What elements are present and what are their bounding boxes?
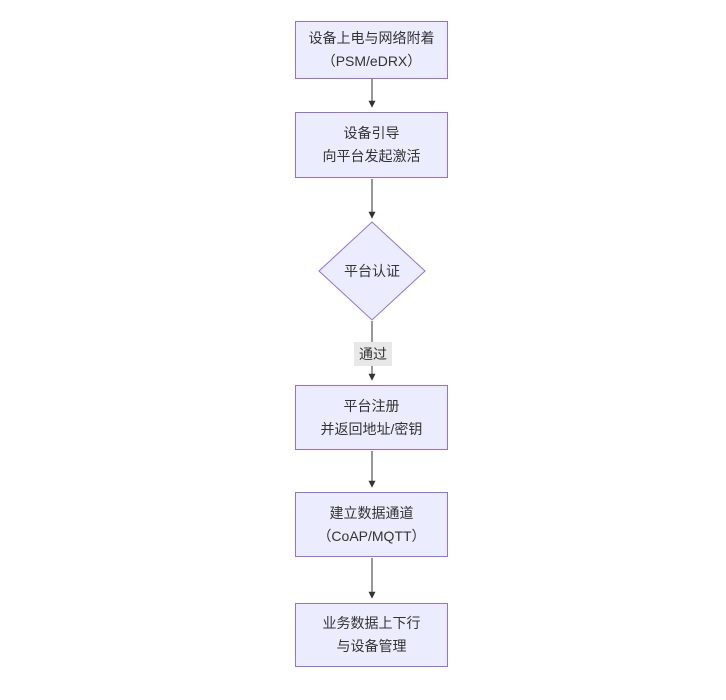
node-device-power-attach: 设备上电与网络附着 （PSM/eDRX）	[295, 21, 448, 79]
node-device-bootstrap: 设备引导 向平台发起激活	[295, 112, 448, 178]
node-text-line: 与设备管理	[336, 638, 407, 654]
edge-label-pass: 通过	[354, 342, 392, 366]
node-text-line: 业务数据上下行	[322, 615, 421, 631]
node-data-channel: 建立数据通道 （CoAP/MQTT）	[295, 492, 448, 557]
node-text-line: （PSM/eDRX）	[321, 53, 422, 69]
node-text-line: （CoAP/MQTT）	[317, 527, 426, 544]
node-text-line: 设备引导	[343, 125, 400, 141]
node-text-line: 平台注册	[343, 397, 400, 414]
node-business-data: 业务数据上下行 与设备管理	[295, 603, 448, 667]
node-platform-register: 平台注册 并返回地址/密钥	[295, 385, 448, 450]
node-text-line: 建立数据通道	[329, 504, 414, 521]
decision-platform-auth-shape	[318, 221, 426, 321]
node-text-line: 并返回地址/密钥	[320, 420, 423, 437]
node-text-line: 设备上电与网络附着	[308, 30, 435, 46]
decision-platform-auth-label: 平台认证	[344, 263, 400, 279]
node-text-line: 向平台发起激活	[322, 148, 421, 164]
